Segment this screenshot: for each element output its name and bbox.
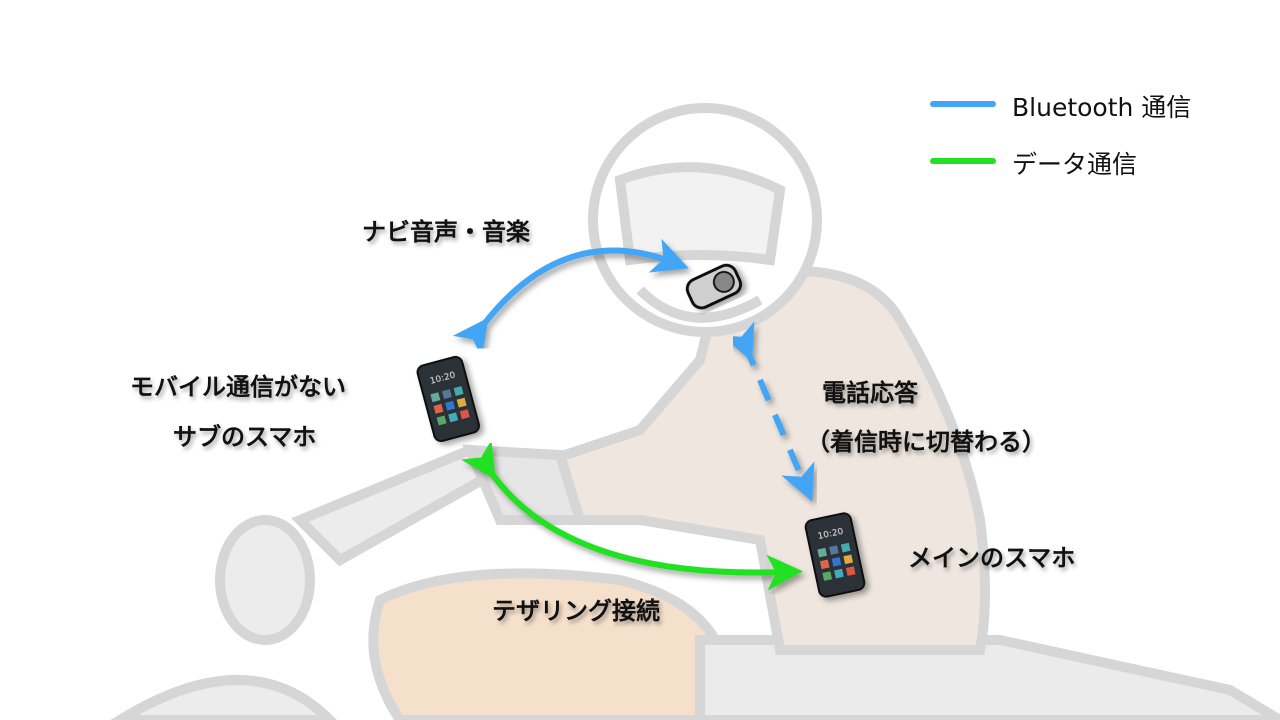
legend-data-label: データ通信 (1012, 150, 1138, 179)
legend-bluetooth-label: Bluetooth 通信 (1012, 93, 1192, 122)
main-phone-label: メインのスマホ (908, 544, 1076, 572)
call-label-line1: 電話応答 (822, 379, 918, 407)
sub-phone-label-line2: サブのスマホ (173, 423, 317, 451)
bluetooth-arrow-nav (452, 238, 689, 358)
call-label-line2: （着信時に切替わる） (806, 428, 1046, 456)
nav-audio-label: ナビ音声・音楽 (362, 218, 530, 246)
main-phone-icon: 10:20 (804, 512, 866, 598)
legend-data-line (930, 158, 996, 164)
data-arrow-tethering (461, 440, 803, 591)
sub-phone-icon: 10:20 (416, 355, 480, 443)
intercom-device-icon (685, 263, 743, 310)
motorcycle-silhouette (110, 444, 1280, 720)
sub-phone-label-line1: モバイル通信がない (130, 373, 346, 401)
legend-bluetooth-line (930, 101, 996, 107)
tethering-label: テザリング接続 (492, 597, 660, 625)
